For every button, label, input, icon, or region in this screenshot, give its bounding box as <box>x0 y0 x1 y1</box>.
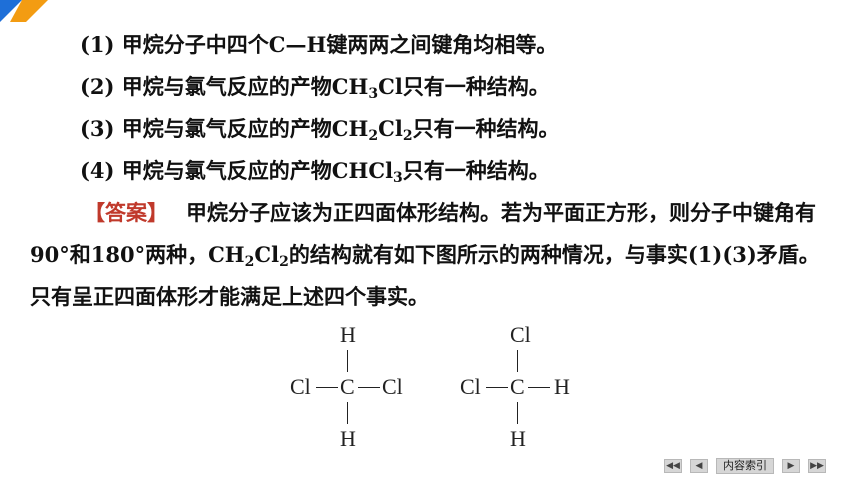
corner-decoration <box>0 0 48 22</box>
item-2-text-a: 甲烷与氯气反应的产物 <box>121 74 332 99</box>
item-3-text-b: 只有一种结构。 <box>412 116 560 141</box>
structure-2: Cl Cl C H H <box>460 322 580 452</box>
answer-paragraph: 【答案】甲烷分子应该为正四面体形结构。若为平面正方形，则分子中键角有 90°和18… <box>30 192 835 318</box>
item-3-formula-a: CH <box>331 116 369 141</box>
structure-2-bond-left <box>486 387 508 388</box>
structure-1-right-atom: Cl <box>382 374 403 399</box>
item-1-formula: C—H <box>268 32 327 57</box>
structure-1-center-atom: C <box>340 374 355 399</box>
structure-2-center-atom: C <box>510 374 525 399</box>
structure-1-bond-left <box>316 387 338 388</box>
content-index-button[interactable]: 内容索引 <box>716 458 774 474</box>
first-page-button[interactable]: ◀◀ <box>664 459 682 473</box>
item-1: (1) 甲烷分子中四个C—H键两两之间键角均相等。 <box>80 31 557 59</box>
answer-text-4: 的结构就有如下图所示的两种情况，与事实(1)(3)矛盾。只有呈正四面体形才能满足… <box>30 242 820 309</box>
item-1-text-b: 键两两之间键角均相等。 <box>326 32 558 57</box>
slide-navigation: ◀◀ ◀ 内容索引 ▶ ▶▶ <box>664 458 826 474</box>
structure-2-right-atom: H <box>554 374 570 399</box>
item-3: (3) 甲烷与氯气反应的产物CH2Cl2只有一种结构。 <box>80 115 560 143</box>
structure-2-left-atom: Cl <box>460 374 481 399</box>
structure-2-top-atom: Cl <box>510 322 531 347</box>
item-2-formula-a: CH <box>331 74 369 99</box>
answer-tag: 【答案】 <box>84 200 168 225</box>
item-3-sub-b: 2 <box>402 128 413 144</box>
item-2: (2) 甲烷与氯气反应的产物CH3Cl只有一种结构。 <box>80 73 550 101</box>
answer-formula-b: Cl <box>254 242 280 267</box>
item-2-sub-a: 3 <box>368 86 379 102</box>
structure-1-top-atom: H <box>340 322 356 347</box>
item-2-text-b: 只有一种结构。 <box>402 74 550 99</box>
item-3-text-a: 甲烷与氯气反应的产物 <box>121 116 332 141</box>
answer-formula-a: CH <box>208 242 245 267</box>
structure-1-bond-top <box>347 350 348 372</box>
item-3-num: (3) <box>80 116 115 141</box>
answer-sub-a: 2 <box>244 254 255 270</box>
item-1-text-a: 甲烷分子中四个 <box>121 32 269 57</box>
structure-2-bond-bottom <box>517 402 518 424</box>
structure-2-bottom-atom: H <box>510 426 526 451</box>
answer-angle-2: 180° <box>90 242 146 267</box>
item-3-formula-b: Cl <box>378 116 403 141</box>
item-4-formula-a: CHCl <box>331 158 394 183</box>
structure-1-bond-bottom <box>347 402 348 424</box>
item-4-text-a: 甲烷与氯气反应的产物 <box>121 158 332 183</box>
structure-1-bottom-atom: H <box>340 426 356 451</box>
item-4-text-b: 只有一种结构。 <box>402 158 550 183</box>
item-2-formula-b: Cl <box>378 74 403 99</box>
last-page-button[interactable]: ▶▶ <box>808 459 826 473</box>
structure-1: H Cl C Cl H <box>290 322 410 452</box>
answer-text-3: 两种， <box>145 242 209 267</box>
item-4-num: (4) <box>80 158 115 183</box>
structure-1-left-atom: Cl <box>290 374 311 399</box>
item-1-num: (1) <box>80 32 115 57</box>
structure-2-bond-right <box>528 387 550 388</box>
answer-text-2: 和 <box>69 242 91 267</box>
answer-angle-1: 90° <box>30 242 70 267</box>
item-4: (4) 甲烷与氯气反应的产物CHCl3只有一种结构。 <box>80 157 550 185</box>
prev-page-button[interactable]: ◀ <box>690 459 708 473</box>
item-4-sub-a: 3 <box>393 170 403 186</box>
answer-sub-b: 2 <box>279 254 289 270</box>
structure-1-bond-right <box>358 387 380 388</box>
structure-2-bond-top <box>517 350 518 372</box>
item-3-sub-a: 2 <box>368 128 379 144</box>
answer-text-1: 甲烷分子应该为正四面体形结构。若为平面正方形，则分子中键角有 <box>186 200 816 225</box>
item-2-num: (2) <box>80 74 115 99</box>
next-page-button[interactable]: ▶ <box>782 459 800 473</box>
